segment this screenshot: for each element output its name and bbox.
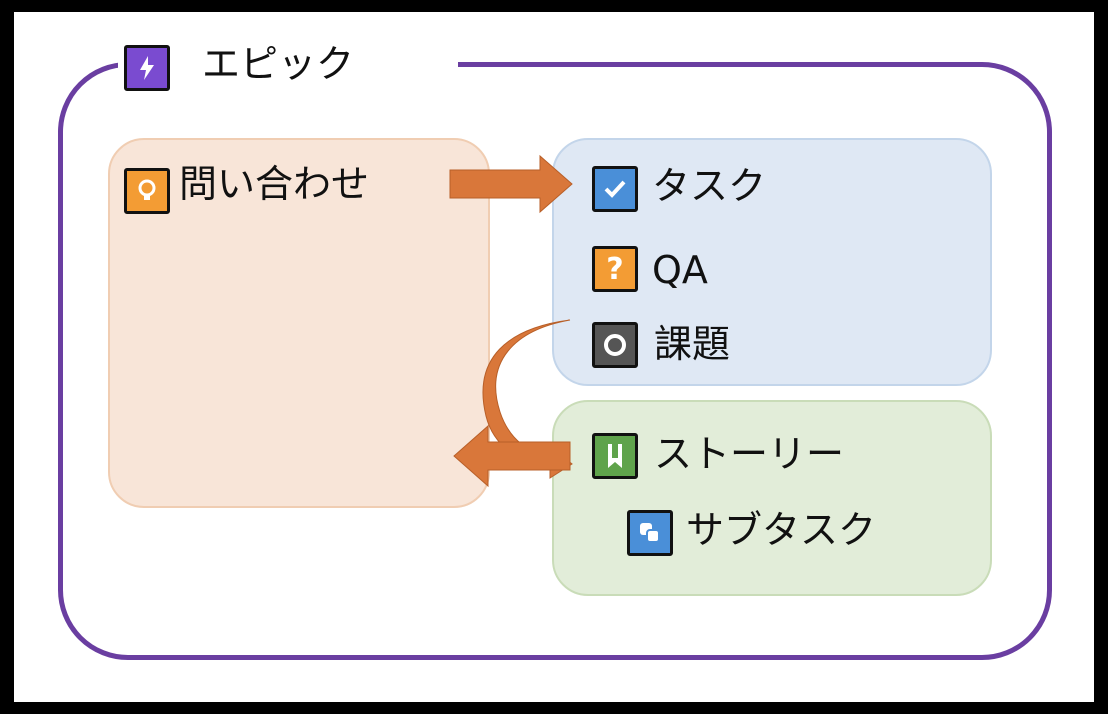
question-mark-icon: ? bbox=[592, 246, 638, 292]
subtask-icon bbox=[627, 510, 673, 556]
story-group bbox=[552, 400, 992, 596]
task-label: タスク bbox=[652, 164, 767, 208]
issue-to-story-arrow bbox=[482, 319, 573, 479]
epic-label: エピック bbox=[202, 42, 355, 86]
inquiry-label: 問い合わせ bbox=[179, 162, 370, 206]
lightbulb-icon bbox=[124, 168, 170, 214]
checkmark-icon bbox=[592, 166, 638, 212]
epic-title-gap bbox=[118, 52, 458, 82]
qa-label: QA bbox=[652, 248, 708, 292]
issue-label: 課題 bbox=[654, 322, 731, 366]
arrows-layer bbox=[449, 154, 573, 488]
bookmark-icon bbox=[592, 433, 638, 479]
story-to-inquiry-arrow bbox=[453, 424, 571, 488]
epic-frame bbox=[58, 62, 1052, 660]
story-label: ストーリー bbox=[654, 432, 845, 476]
inquiry-group bbox=[108, 138, 490, 508]
inquiry-to-task-arrow bbox=[449, 154, 573, 214]
diagram-canvas: エピック 問い合わせ タスク ? QA 課題 ストーリー サブタスク bbox=[14, 12, 1094, 702]
question-glyph: ? bbox=[606, 251, 624, 287]
circle-icon bbox=[592, 322, 638, 368]
lightning-icon bbox=[124, 45, 170, 91]
subtask-label: サブタスク bbox=[686, 508, 877, 552]
